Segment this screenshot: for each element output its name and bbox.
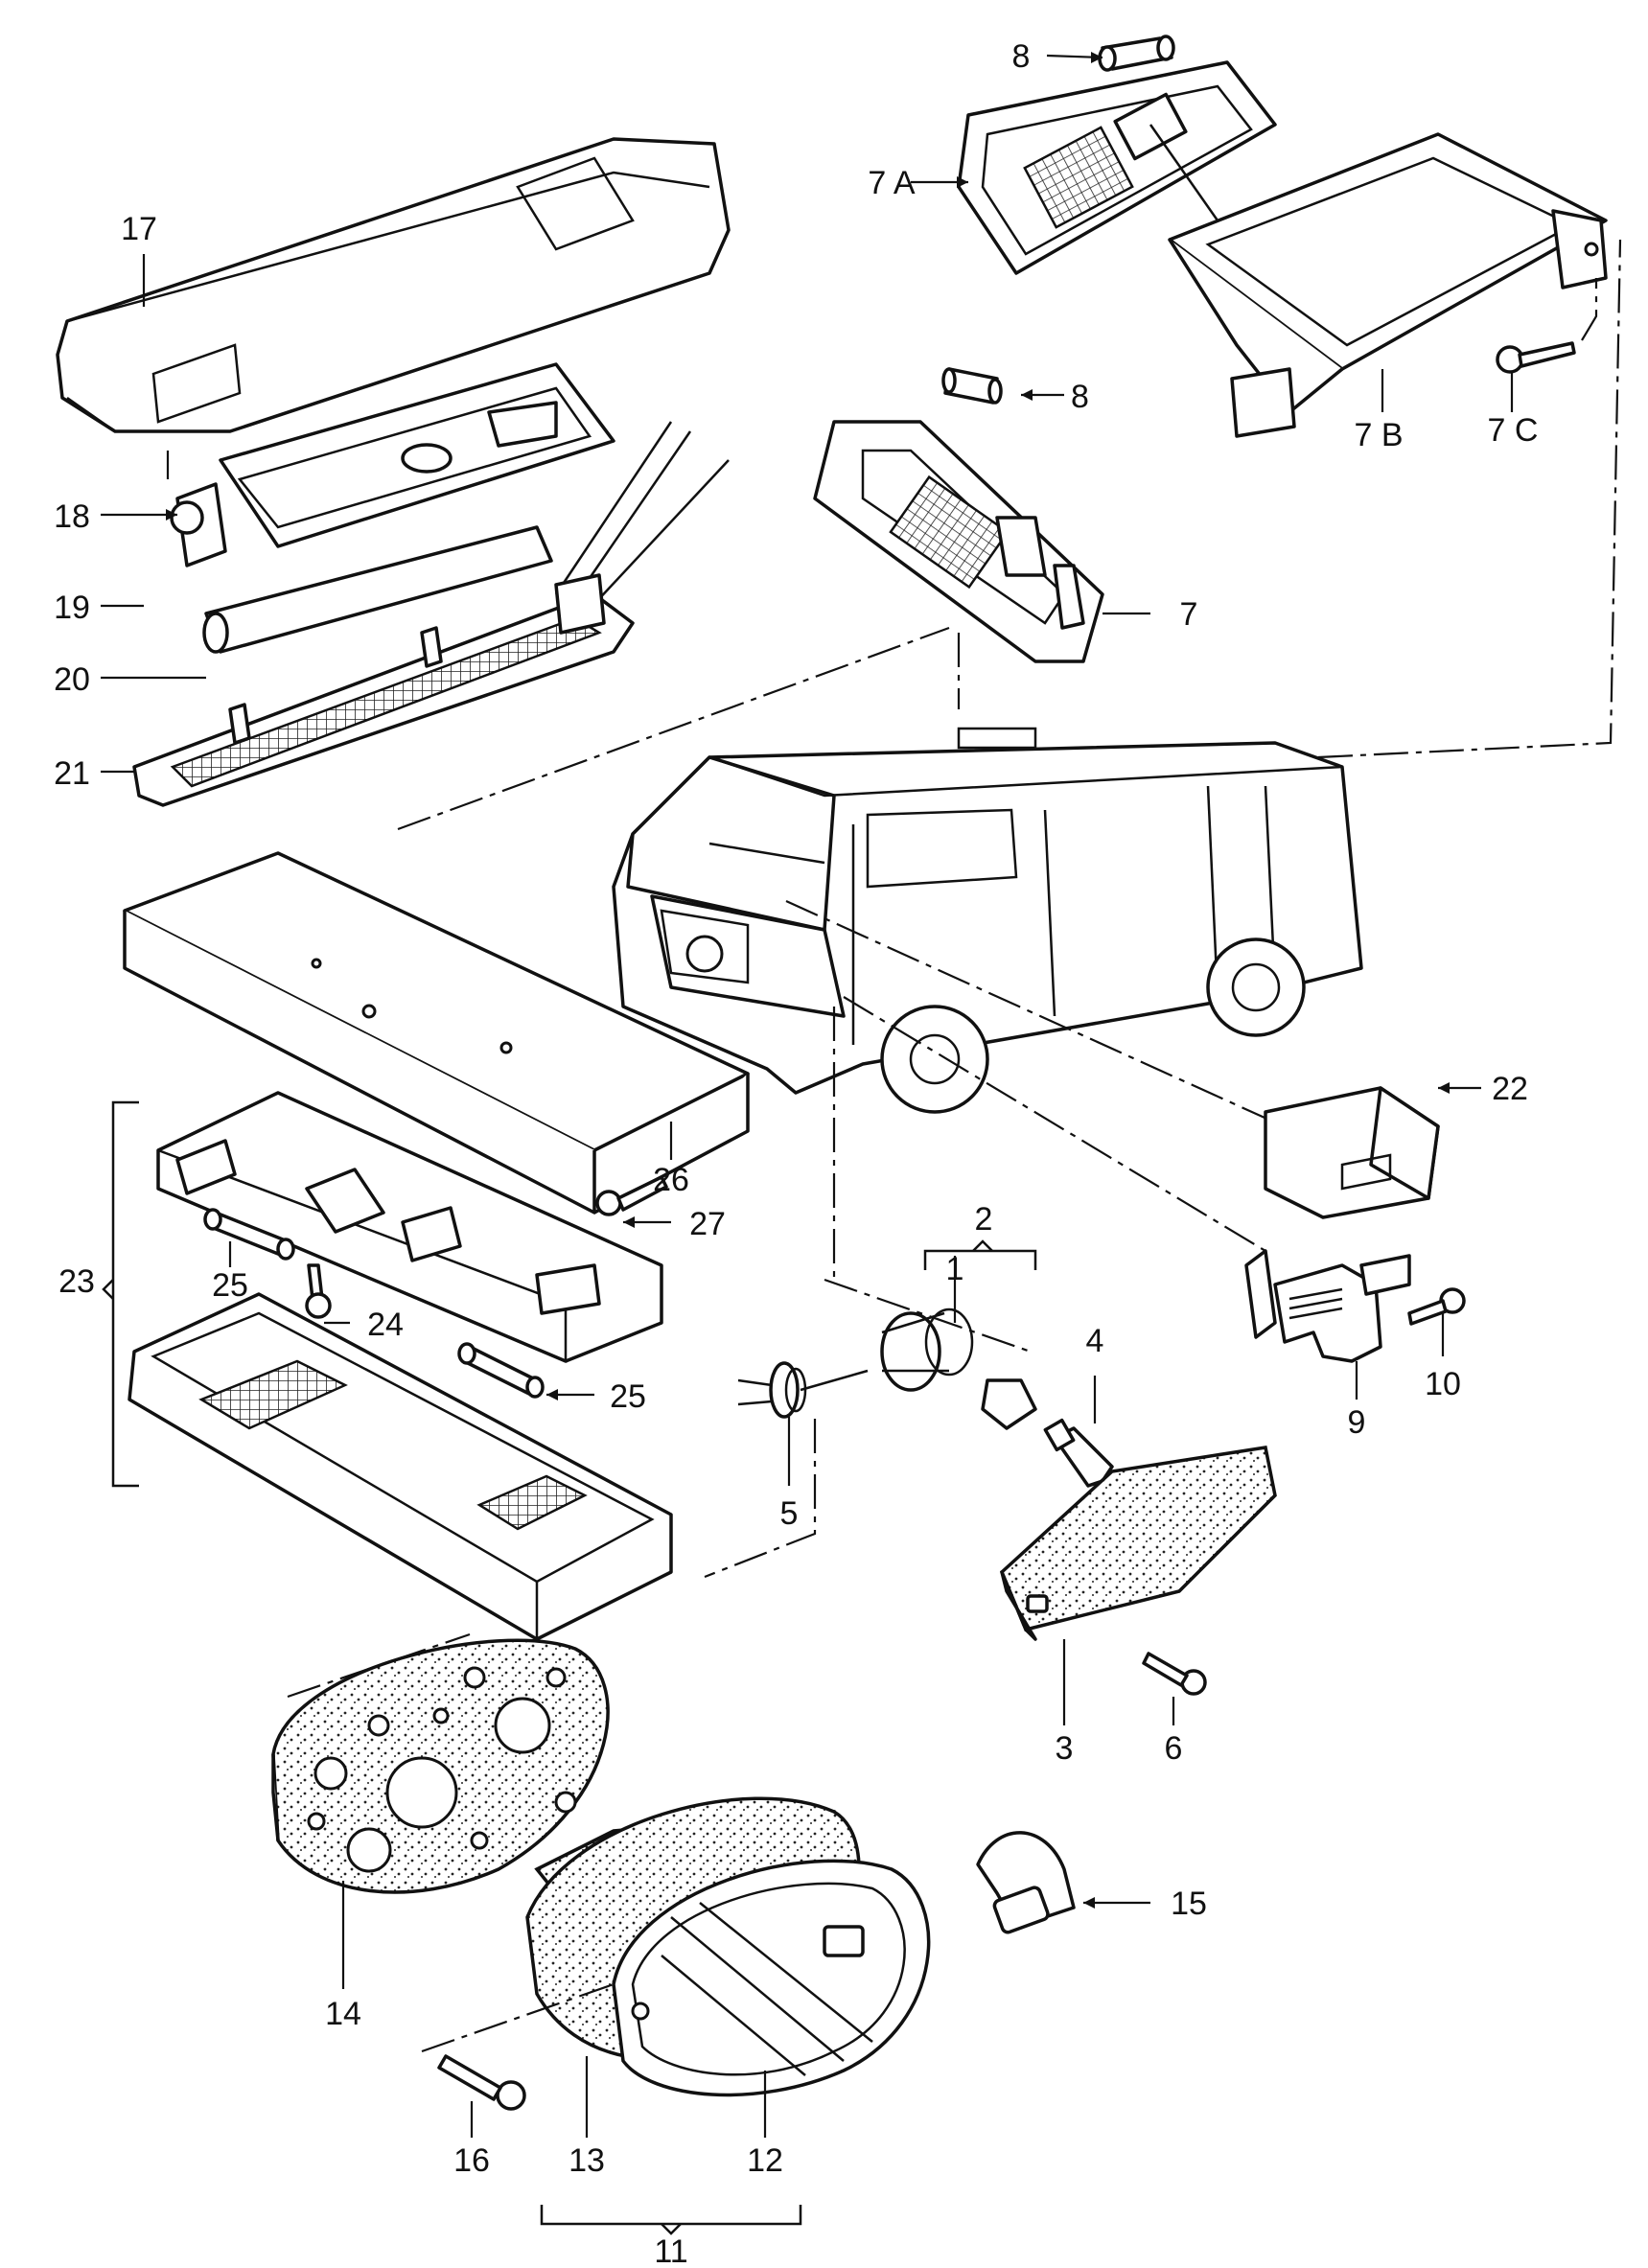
interior-lamp-7 [813,420,1104,663]
grommet-5 [737,1361,869,1419]
festoon-bulb-middle [941,367,1003,405]
callout-label: 10 [1425,1366,1461,1402]
interior-lamp-housing-7a [957,60,1277,275]
van-illustration [612,727,1363,1114]
callout-label: 8 [1071,379,1089,415]
callout-label: 19 [54,590,90,626]
callout-label: 7 C [1488,412,1539,449]
bracket-2 [923,1249,1037,1270]
leader-arrows [166,52,1450,1909]
bracket-11 [540,2205,802,2226]
callout-label: 7 B [1354,417,1403,453]
callout-label: 24 [367,1307,404,1343]
screw-16 [437,2054,526,2111]
callout-label: 1 [946,1251,964,1287]
gasket-14 [271,1638,610,1894]
bulb-holder-2 [981,1378,1037,1430]
leader-lines [101,54,1514,2138]
callout-label: 5 [780,1495,799,1532]
callout-label: 21 [54,755,90,792]
screw-24 [305,1263,332,1319]
callout-label: 6 [1165,1730,1183,1767]
callout-label: 11 [654,2233,687,2268]
callout-label: 22 [1492,1071,1528,1107]
callout-label: 25 [610,1378,646,1415]
callout-label: 17 [121,211,157,247]
festoon-bulb-25a [203,1208,295,1261]
callout-label: 14 [325,1996,361,2032]
callout-label: 16 [453,2142,490,2179]
switch-22 [1264,1086,1440,1219]
callout-label: 12 [747,2142,783,2179]
callout-label: 18 [54,498,90,535]
lens-frame-7b [1168,132,1608,438]
callout-label: 26 [653,1162,689,1198]
festoon-bulb-top [1098,35,1175,72]
callout-label: 13 [569,2142,605,2179]
bulb-15 [976,1831,1076,1934]
callout-label: 4 [1086,1323,1104,1359]
screw-6 [1142,1652,1207,1696]
callout-label: 25 [212,1267,248,1304]
screw-10 [1407,1287,1466,1326]
lamp-cover-17 [56,137,731,433]
lamp-base-23 [156,1091,663,1363]
bulb-4 [1043,1418,1114,1488]
callout-label: 9 [1348,1404,1366,1441]
screw-27 [595,1175,668,1216]
callout-label: 2 [975,1201,993,1238]
lamp-tray [128,1292,673,1642]
callout-label: 15 [1171,1886,1207,1922]
lamp-lens-3 [999,1446,1277,1641]
screw-7c [1496,278,1598,374]
callout-label: 8 [1012,38,1031,75]
lens-cover-26 [123,851,750,1215]
tail-lamp-lens-12 [612,1859,931,2097]
callout-label: 7 A [868,165,915,201]
bracket-23 [111,1100,139,1488]
callout-label: 27 [689,1206,726,1242]
socket-1 [880,1308,974,1392]
festoon-bulb-25b [457,1342,545,1399]
door-contact-switch-9 [1244,1249,1411,1363]
lamp-assembly [132,362,730,807]
callout-label: 20 [54,661,90,698]
callout-label: 23 [58,1263,95,1300]
callout-label: 3 [1056,1730,1074,1767]
callout-label: 7 [1180,596,1198,633]
callout-labels: 8 7 A 17 8 7 B 7 C 18 19 20 21 7 22 26 2… [54,38,1538,2268]
